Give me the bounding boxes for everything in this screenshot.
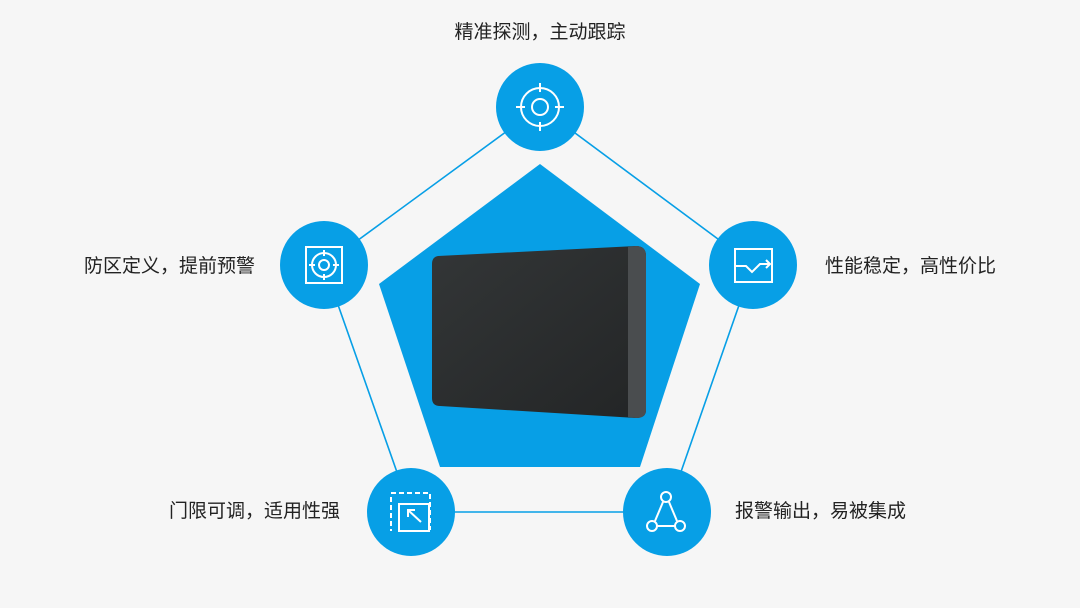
crosshair-icon: [516, 83, 564, 131]
feature-label-bottom-right: 报警输出，易被集成: [735, 500, 907, 522]
outer-pentagon-lines: [323, 106, 754, 513]
feature-circle-top: [496, 63, 584, 151]
zone-target-icon: [305, 246, 343, 284]
feature-label-left: 防区定义，提前预警: [83, 255, 255, 277]
feature-circle-left: [280, 221, 368, 309]
radar-device-image: [432, 246, 646, 418]
network-triangle-icon: [646, 491, 686, 532]
feature-label-right: 性能稳定，高性价比: [825, 255, 997, 277]
trend-chart-icon: [734, 248, 773, 283]
feature-label-top: 精准探测，主动跟踪: [454, 21, 626, 43]
feature-circle-right: [709, 221, 797, 309]
resize-frame-icon: [390, 492, 431, 532]
feature-label-bottom-left: 门限可调，适用性强: [168, 500, 340, 522]
feature-circle-bottom-right: [623, 468, 711, 556]
